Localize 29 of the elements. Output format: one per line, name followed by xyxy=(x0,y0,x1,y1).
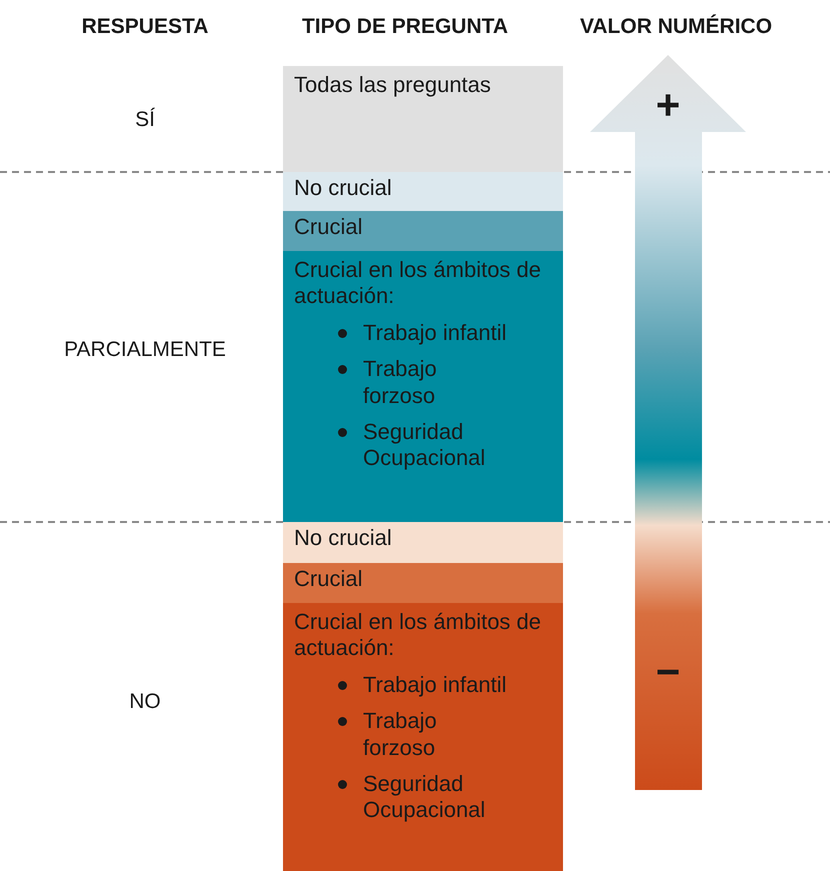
box-text: No crucial xyxy=(294,525,393,552)
column-header: VALOR NUMÉRICO xyxy=(580,15,772,39)
list-item: Trabajo forzoso xyxy=(363,356,438,409)
question-type-box xyxy=(283,563,563,603)
list-item: Trabajo infantil xyxy=(363,320,508,346)
list-item: Seguridad Ocupacional xyxy=(363,418,486,472)
answer-label: NO xyxy=(129,690,161,714)
box-text: Crucial xyxy=(294,214,364,240)
column-header: TIPO DE PREGUNTA xyxy=(302,15,508,39)
gradient-arrow xyxy=(590,55,746,790)
question-type-box xyxy=(283,522,563,563)
list-item: Trabajo infantil xyxy=(363,672,508,698)
list-item: Seguridad Ocupacional xyxy=(363,770,486,824)
question-type-box xyxy=(283,211,563,251)
box-text: Todas las preguntas xyxy=(294,72,492,98)
answer-label: PARCIALMENTE xyxy=(64,338,226,362)
box-text: Crucial en los ámbitos de actuación: xyxy=(294,257,542,310)
question-type-box xyxy=(283,603,563,871)
question-type-box xyxy=(283,172,563,211)
question-type-box xyxy=(283,251,563,522)
box-text: Crucial xyxy=(294,566,364,592)
plus-sign: + xyxy=(656,84,680,126)
answer-label: SÍ xyxy=(135,108,155,132)
box-text: No crucial xyxy=(294,175,393,202)
question-type-box xyxy=(283,66,563,172)
box-text: Crucial en los ámbitos de actuación: xyxy=(294,609,542,662)
minus-sign: − xyxy=(656,651,680,693)
column-header: RESPUESTA xyxy=(82,15,208,39)
list-item: Trabajo forzoso xyxy=(363,708,438,761)
